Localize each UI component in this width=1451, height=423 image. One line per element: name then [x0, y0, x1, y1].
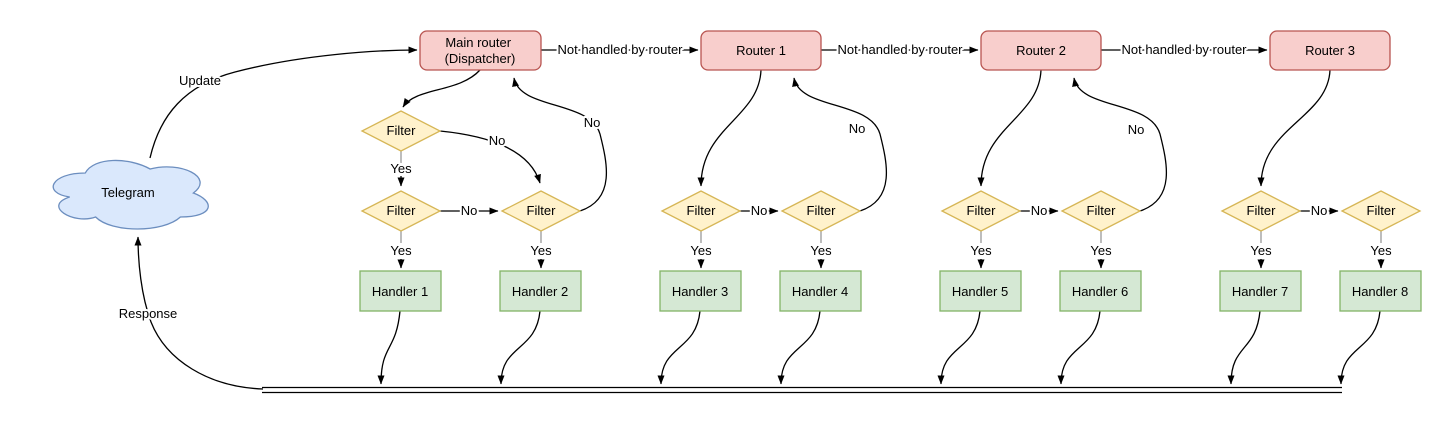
edge-filter-no-curve [439, 130, 541, 184]
edge-handler6-out [1057, 310, 1101, 385]
router1-box [700, 30, 822, 71]
handler8-box [1339, 270, 1422, 312]
main-router-label-line1: Main router [445, 35, 511, 50]
filter-diamond [940, 190, 1022, 232]
yes-label: Yes [1090, 243, 1112, 258]
edge-handler2-out [497, 310, 541, 385]
connectors [134, 46, 1385, 394]
router3-label: Router 3 [1305, 43, 1355, 58]
filter-label: Filter [1087, 203, 1117, 218]
router3-box [1269, 30, 1391, 71]
filter-diamond [1220, 190, 1302, 232]
handler-label: Handler 7 [1232, 284, 1288, 299]
filter-label: Filter [807, 203, 837, 218]
no-label: No [584, 115, 601, 130]
edge-labels: Update Response Not handled by router No… [117, 40, 1394, 323]
yes-stubs [400, 151, 1382, 243]
yes-label: Yes [1370, 243, 1392, 258]
filter-label: Filter [387, 203, 417, 218]
handler-label: Handler 8 [1352, 284, 1408, 299]
filter-label: Filter [967, 203, 997, 218]
edge-handler1-out [377, 310, 401, 385]
response-label: Response [119, 306, 178, 321]
cloud-icon [52, 159, 209, 230]
edge-handler3-out [657, 310, 701, 385]
not-handled-label: Not handled by router [557, 42, 683, 57]
handler6-box [1059, 270, 1142, 312]
no-label: No [849, 121, 866, 136]
edge-handler7-out [1227, 310, 1261, 385]
filter-diamond [500, 190, 582, 232]
no-label: No [1128, 122, 1145, 137]
filter-diamond [660, 190, 742, 232]
yes-label: Yes [970, 243, 992, 258]
handler2-box [499, 270, 582, 312]
telegram-cloud-node [52, 159, 209, 230]
handler-label: Handler 5 [952, 284, 1008, 299]
edge-no-loop-dispatcher [512, 77, 608, 212]
handler1-box [359, 270, 442, 312]
edge-router2-to-filter [977, 69, 1042, 187]
router2-label: Router 2 [1016, 43, 1066, 58]
edge-no-loop-router2 [1072, 77, 1168, 212]
yes-label: Yes [1250, 243, 1272, 258]
router1-label: Router 1 [736, 43, 786, 58]
handler4-box [779, 270, 862, 312]
edge-response [134, 236, 264, 390]
edge-router1-to-filter [697, 69, 762, 187]
handler-label: Handler 3 [672, 284, 728, 299]
edge-no-loop-router1 [792, 77, 888, 212]
handler5-box [939, 270, 1022, 312]
no-label: No [489, 133, 506, 148]
yes-label: Yes [690, 243, 712, 258]
main-router-label-line2: (Dispatcher) [445, 51, 516, 66]
handler-nodes [359, 270, 1422, 312]
filter-diamond [360, 190, 442, 232]
filter-label: Filter [387, 123, 417, 138]
handler-label: Handler 6 [1072, 284, 1128, 299]
filter-nodes [360, 110, 1422, 232]
handler-label: Handler 4 [792, 284, 848, 299]
edge-dispatcher-to-filter [402, 69, 481, 108]
node-labels: Telegram Main router (Dispatcher) Router… [101, 35, 1408, 299]
edge-update [149, 46, 418, 159]
main-router-label: Main router (Dispatcher) [445, 35, 516, 66]
filter-diamond [360, 110, 442, 152]
handler-label: Handler 1 [372, 284, 428, 299]
main-router-box [419, 30, 542, 71]
filter-label: Filter [687, 203, 717, 218]
yes-label: Yes [390, 161, 412, 176]
yes-label: Yes [810, 243, 832, 258]
not-handled-label: Not handled by router [837, 42, 963, 57]
filter-label: Filter [1367, 203, 1397, 218]
no-label: No [461, 203, 478, 218]
not-handled-label: Not handled by router [1121, 42, 1247, 57]
filter-diamond [1060, 190, 1142, 232]
telegram-label: Telegram [101, 185, 154, 200]
yes-label: Yes [530, 243, 552, 258]
filter-diamond [780, 190, 862, 232]
yes-label: Yes [390, 243, 412, 258]
update-label: Update [179, 73, 221, 88]
filter-label: Filter [527, 203, 557, 218]
handler-label: Handler 2 [512, 284, 568, 299]
edge-handler5-out [937, 310, 981, 385]
edge-handler8-out [1337, 310, 1381, 385]
router2-box [980, 30, 1102, 71]
handler7-box [1219, 270, 1302, 312]
edge-router3-to-filter [1257, 69, 1331, 187]
no-label: No [751, 203, 768, 218]
edge-handler4-out [777, 310, 821, 385]
router-nodes [419, 30, 1391, 71]
no-label: No [1311, 203, 1328, 218]
filter-diamond [1340, 190, 1422, 232]
filter-label: Filter [1247, 203, 1277, 218]
no-label: No [1031, 203, 1048, 218]
handler3-box [659, 270, 742, 312]
